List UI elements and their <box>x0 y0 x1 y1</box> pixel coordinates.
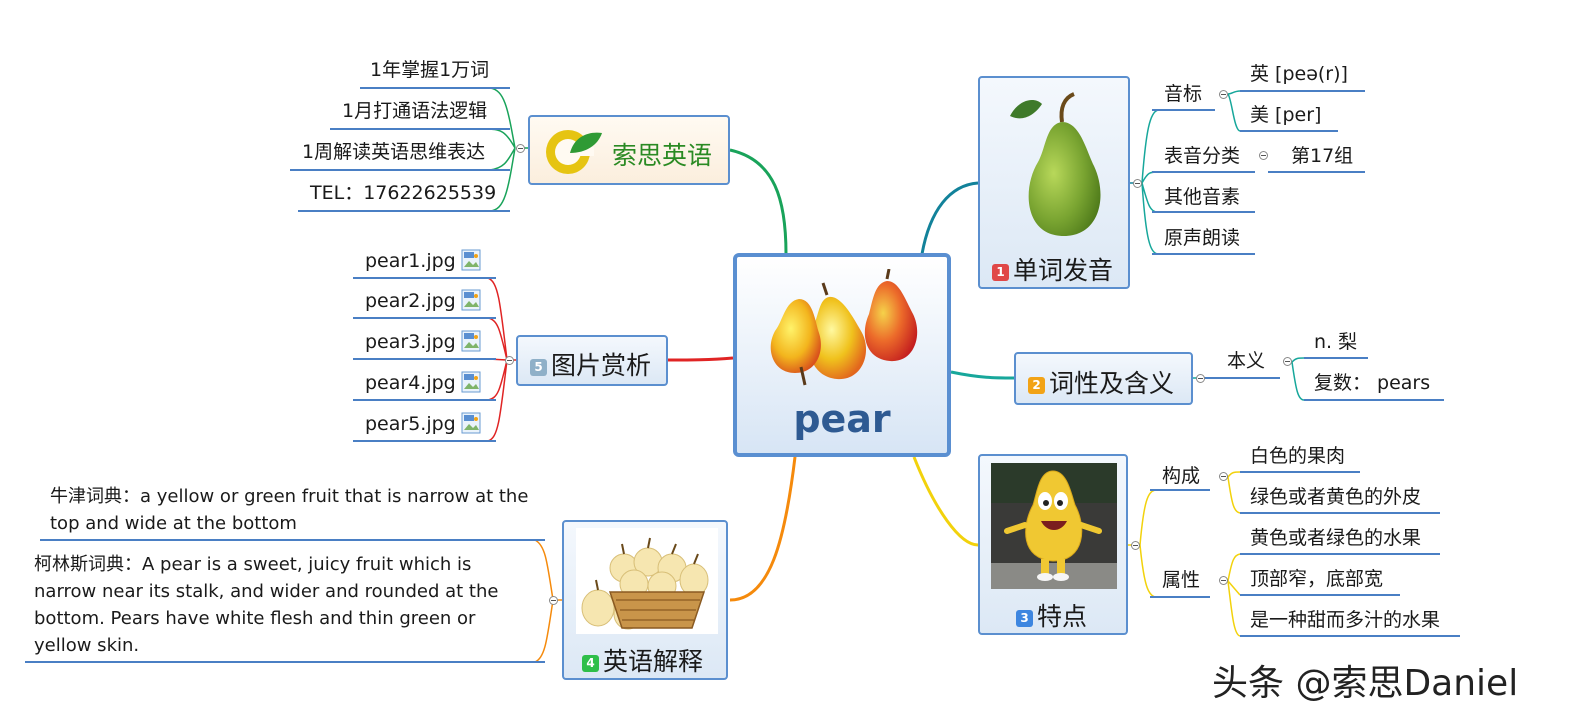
collapse-toggle-phonetic[interactable] <box>1219 90 1228 99</box>
collapse-toggle-pictures[interactable] <box>505 356 514 365</box>
image-file-icon[interactable] <box>460 412 482 434</box>
meaning-label[interactable]: 本义 <box>1227 350 1266 372</box>
noun-meaning[interactable]: n. 梨 <box>1314 331 1358 353</box>
attribute-color[interactable]: 黄色或者绿色的水果 <box>1250 527 1422 549</box>
brand-logo-icon <box>546 130 602 174</box>
picture-file-item[interactable]: pear1.jpg <box>365 249 482 273</box>
phonetic-category-value[interactable]: 第17组 <box>1291 145 1354 167</box>
original-reading[interactable]: 原声朗读 <box>1164 227 1241 249</box>
image-file-icon[interactable] <box>460 249 482 271</box>
image-file-icon[interactable] <box>460 371 482 393</box>
oxford-definition[interactable]: 牛津词典：a yellow or green fruit that is nar… <box>50 486 529 534</box>
green-pear-image <box>1010 92 1101 236</box>
brand-item-vocabulary[interactable]: 1年掌握1万词 <box>370 59 490 81</box>
other-phonemes[interactable]: 其他音素 <box>1164 186 1241 208</box>
attribute-label[interactable]: 属性 <box>1162 569 1201 591</box>
brand-item-phone[interactable]: TEL：17622625539 <box>310 182 497 204</box>
english-topic-title: 英语解释 <box>603 647 704 676</box>
uk-phonetic[interactable]: 英 [peə(r)] <box>1250 63 1348 85</box>
brand-topic-title: 索思英语 <box>612 141 713 170</box>
pronunciation-topic-title: 单词发音 <box>1013 256 1114 285</box>
collapse-toggle-brand[interactable] <box>516 144 525 153</box>
picture-file-name: pear1.jpg <box>365 250 456 272</box>
plural-form[interactable]: 复数： pears <box>1314 372 1431 394</box>
picture-file-name: pear3.jpg <box>365 331 456 353</box>
pear-mascot-image <box>991 463 1117 589</box>
picture-file-item[interactable]: pear3.jpg <box>365 330 482 354</box>
picture-file-item[interactable]: pear5.jpg <box>365 412 482 436</box>
collapse-toggle-features[interactable] <box>1131 541 1140 550</box>
phonetic-category-label[interactable]: 表音分类 <box>1164 145 1241 167</box>
picture-file-item[interactable]: pear4.jpg <box>365 371 482 395</box>
central-topic-title: pear <box>793 397 891 441</box>
picture-file-name: pear2.jpg <box>365 290 456 312</box>
topic-number-badge: 5 <box>530 359 547 376</box>
collapse-toggle-english[interactable] <box>549 596 558 605</box>
pictures-topic-title: 图片赏析 <box>551 351 652 380</box>
picture-file-item[interactable]: pear2.jpg <box>365 289 482 313</box>
central-topic[interactable]: pear <box>733 253 951 457</box>
image-file-icon[interactable] <box>460 289 482 311</box>
collapse-toggle-composition[interactable] <box>1219 472 1228 481</box>
picture-file-name: pear5.jpg <box>365 413 456 435</box>
topic-number-badge: 1 <box>992 264 1009 281</box>
collapse-toggle-attribute[interactable] <box>1219 576 1228 585</box>
brand-item-grammar[interactable]: 1月打通语法逻辑 <box>342 100 488 122</box>
topic-number-badge: 3 <box>1016 610 1033 627</box>
features-topic-title: 特点 <box>1037 602 1088 631</box>
collins-definition[interactable]: 柯林斯词典：A pear is a sweet, juicy fruit whi… <box>34 554 499 656</box>
us-phonetic[interactable]: 美 [per] <box>1250 104 1322 126</box>
brand-item-thinking[interactable]: 1周解读英语思维表达 <box>302 141 486 163</box>
collapse-toggle-meaning[interactable] <box>1283 357 1292 366</box>
picture-file-name: pear4.jpg <box>365 372 456 394</box>
collapse-toggle-pronunciation[interactable] <box>1133 179 1142 188</box>
pear-basket-image <box>576 528 718 634</box>
collapse-toggle-category[interactable] <box>1259 151 1268 160</box>
attribute-taste[interactable]: 是一种甜而多汁的水果 <box>1250 609 1441 631</box>
brand-topic[interactable]: 索思英语 <box>528 115 730 185</box>
composition-label[interactable]: 构成 <box>1162 465 1201 487</box>
attribute-shape[interactable]: 顶部窄，底部宽 <box>1250 568 1384 590</box>
composition-skin[interactable]: 绿色或者黄色的外皮 <box>1250 486 1422 508</box>
composition-flesh[interactable]: 白色的果肉 <box>1250 445 1346 467</box>
watermark: 头条 @索思Daniel <box>1212 663 1519 704</box>
topic-number-badge: 2 <box>1028 377 1045 394</box>
pears-image <box>770 269 918 386</box>
pos-topic-title: 词性及含义 <box>1049 369 1175 398</box>
image-file-icon[interactable] <box>460 330 482 352</box>
topic-number-badge: 4 <box>582 655 599 672</box>
phonetic-label[interactable]: 音标 <box>1164 83 1203 105</box>
collapse-toggle-pos[interactable] <box>1196 374 1205 383</box>
